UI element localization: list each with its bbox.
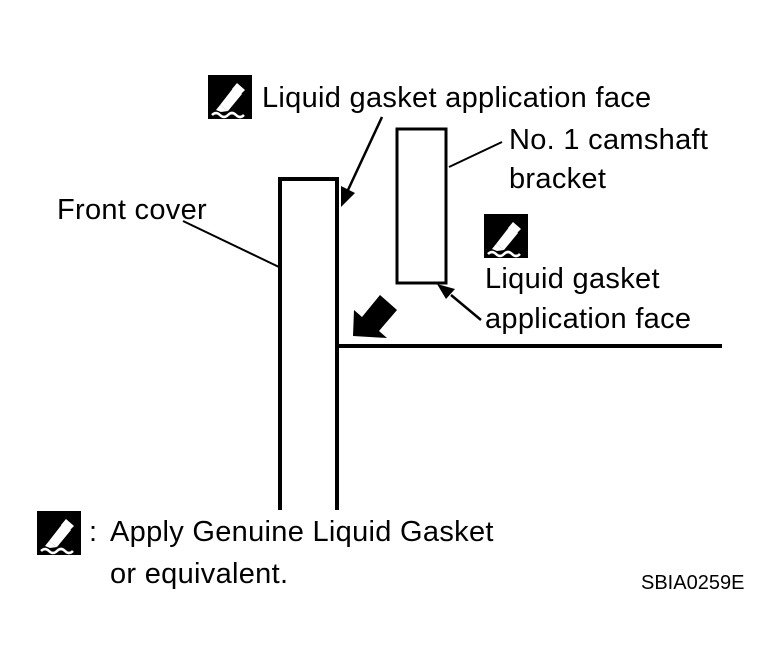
right-face-label-line1: Liquid gasket [485, 263, 660, 295]
gasket-icon-legend [35, 509, 83, 557]
front-cover-leader [182, 220, 280, 268]
top-face-label: Liquid gasket application face [262, 82, 652, 114]
bracket-leader [448, 141, 503, 168]
legend-colon: : [89, 516, 98, 548]
gasket-icon-top [206, 73, 254, 121]
top-face-arrow-shaft [346, 116, 384, 191]
front-cover-outline [278, 177, 339, 510]
front-cover-label: Front cover [57, 194, 207, 226]
legend-line1: Apply Genuine Liquid Gasket [110, 516, 494, 548]
right-face-arrow-head [437, 284, 455, 299]
figure-code: SBIA0259E [641, 572, 745, 594]
top-face-arrow-head [341, 186, 355, 207]
filled-arrow-icon [353, 295, 397, 338]
bracket-label-line1: No. 1 camshaft [509, 124, 709, 156]
legend-line2: or equivalent. [110, 558, 289, 590]
right-face-label-line2: application face [485, 303, 692, 335]
gasket-icon-right [482, 212, 530, 260]
right-face-arrow-shaft [450, 294, 482, 321]
camshaft-bracket-outline [395, 127, 448, 285]
bracket-label-line2: bracket [509, 163, 607, 195]
